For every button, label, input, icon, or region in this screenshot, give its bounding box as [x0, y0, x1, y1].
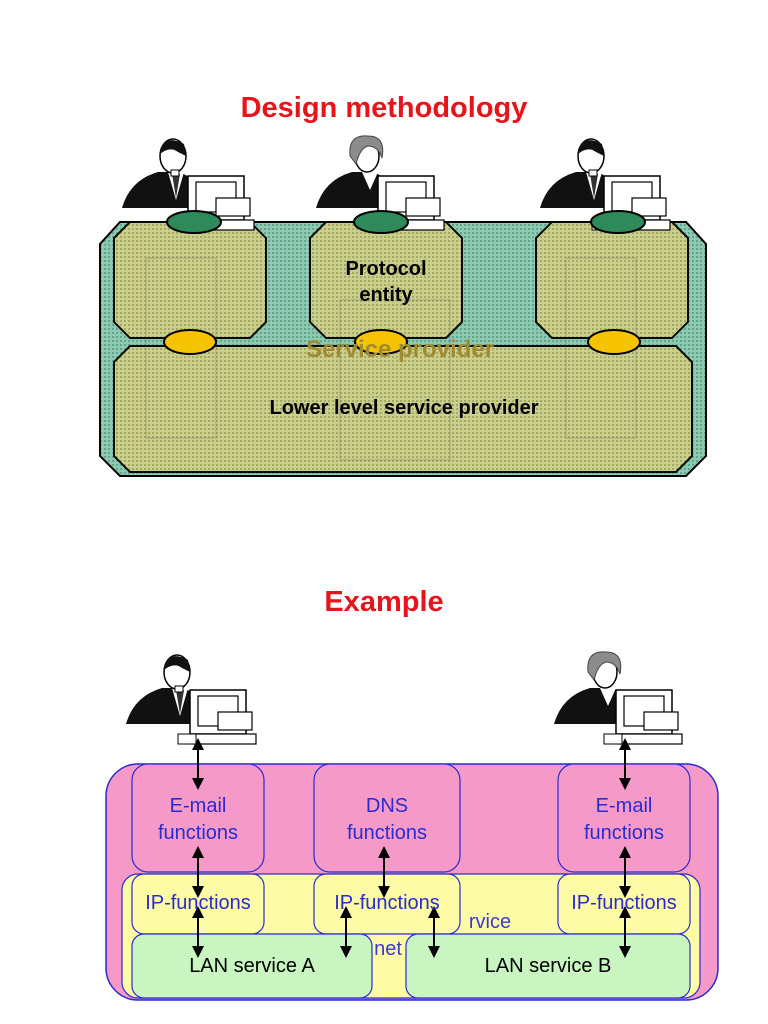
protocol-entity-label: Protocol entity — [345, 258, 427, 306]
example-title: Example — [324, 586, 444, 618]
protocol-entity-box-left — [113, 221, 267, 339]
protocol-entity-box-right — [535, 221, 689, 339]
service-provider-label: Service provider — [305, 336, 495, 363]
email-functions-label-left: E-mail functions — [157, 795, 239, 844]
lan-service-a-label: LAN service A — [189, 955, 315, 977]
partial-service-label: rvice — [468, 911, 512, 933]
computer-bottom-right — [603, 689, 683, 745]
lower-service-access-points — [163, 329, 641, 355]
protocol-entity-box-middle — [309, 221, 463, 339]
server-graphic — [145, 257, 637, 461]
email-functions-label-right: E-mail functions — [583, 795, 665, 844]
ip-functions-label-right: IP-functions — [571, 892, 677, 914]
lower-level-service-box — [113, 345, 693, 473]
dns-functions-label: DNS functions — [346, 795, 428, 844]
design-methodology-title: Design methodology — [240, 92, 528, 124]
lan-service-b-label: LAN service B — [484, 955, 612, 977]
partial-net-label: net — [374, 938, 402, 960]
ip-functions-label-middle: IP-functions — [334, 892, 440, 914]
lower-level-service-label: Lower level service provider — [269, 397, 539, 419]
protocol-entity-boxes — [113, 221, 689, 339]
connection-arrows — [192, 738, 631, 958]
ip-functions-label-left: IP-functions — [145, 892, 251, 914]
computer-bottom-left — [177, 689, 257, 745]
upper-service-access-points — [166, 210, 646, 234]
